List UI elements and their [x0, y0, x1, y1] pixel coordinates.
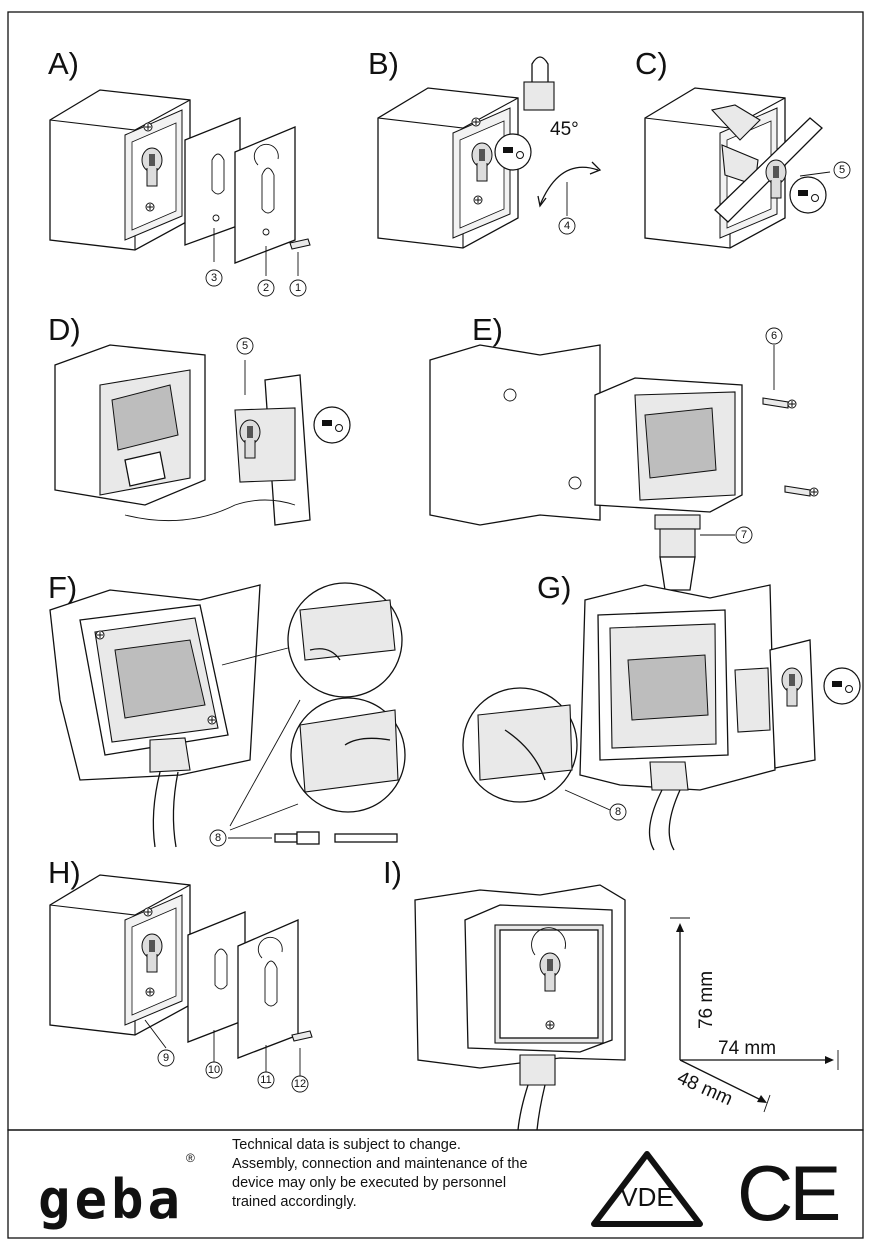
note-line: Technical data is subject to change.: [232, 1137, 461, 1153]
note-line: device may only be executed by personnel: [232, 1175, 507, 1191]
panel-h-label: H): [48, 855, 81, 890]
note-line: Assembly, connection and maintenance of …: [232, 1156, 528, 1172]
svg-text:5: 5: [242, 340, 248, 352]
panel-e-label: E): [472, 312, 503, 347]
geba-logo: geba ®: [38, 1151, 195, 1231]
wire-ferrule-icon: [228, 831, 398, 845]
callout-6: [765, 327, 783, 345]
cover-plate-h: [237, 919, 299, 1059]
svg-text:7: 7: [741, 529, 747, 541]
callout-5-d: [236, 337, 254, 355]
cable: [648, 789, 663, 851]
screw-icon: [762, 397, 797, 409]
svg-text:8: 8: [615, 806, 621, 818]
svg-text:1: 1: [295, 282, 301, 294]
callout-7: [735, 526, 753, 544]
screw-icon: [289, 238, 311, 250]
svg-text:9: 9: [163, 1052, 169, 1064]
svg-text:4: 4: [564, 220, 570, 232]
panel-i: I): [383, 855, 626, 1131]
rotation-arrow-icon: [531, 927, 566, 956]
cover-plate: [234, 126, 296, 264]
panel-d-label: D): [48, 312, 81, 347]
panel-a: A) 3 2 1: [48, 46, 311, 297]
callout-9: [157, 1049, 175, 1067]
panel-f-label: F): [48, 570, 77, 605]
housing-a: [49, 89, 191, 251]
housing-h: [49, 874, 191, 1036]
panel-g: G) 8: [462, 570, 861, 851]
footer-frame: [7, 1129, 864, 1239]
panel-c: C) 5: [635, 46, 851, 249]
cable: [152, 771, 161, 848]
dimension-drawing: 76 mm 74 mm 48 mm: [670, 917, 839, 1113]
panel-b-label: B): [368, 46, 399, 81]
note-line: trained accordingly.: [232, 1194, 357, 1210]
dimension-depth: 48 mm: [674, 1067, 736, 1110]
angle-label: 45°: [550, 119, 579, 140]
callout-8-g: [609, 803, 627, 821]
panel-e: E) 6 7: [429, 312, 819, 591]
svg-text:2: 2: [263, 282, 269, 294]
brand-name: geba: [38, 1168, 184, 1231]
callout-8-f: [209, 829, 227, 847]
padlock-icon: [523, 56, 555, 111]
cable: [124, 499, 296, 522]
cable-gland-icon: [654, 514, 701, 591]
panel-g-label: G): [537, 570, 571, 605]
svg-text:5: 5: [839, 164, 845, 176]
ce-label: CE: [737, 1149, 838, 1237]
key-icon: [494, 133, 532, 171]
panel-d: D) 5: [48, 312, 351, 526]
footer-notes: Technical data is subject to change. Ass…: [232, 1136, 592, 1212]
svg-text:11: 11: [260, 1074, 271, 1086]
screw-icon: [291, 1030, 313, 1042]
svg-text:10: 10: [208, 1064, 220, 1076]
panel-f: F) 8: [48, 570, 406, 848]
vde-mark: VDE: [591, 1151, 703, 1227]
vde-label: VDE: [620, 1182, 673, 1212]
rotation-arrow-icon: [257, 936, 283, 959]
rotation-arrow-icon: [253, 143, 279, 166]
registered-mark: ®: [186, 1151, 195, 1165]
panel-i-label: I): [383, 855, 402, 890]
seal-plate-h: [187, 911, 246, 1043]
panel-c-label: C): [635, 46, 668, 81]
svg-text:6: 6: [771, 330, 777, 342]
dimension-width: 74 mm: [718, 1038, 776, 1059]
wall-section: [429, 344, 601, 526]
callout-1: [289, 279, 307, 297]
cable-gland-icon: [519, 1054, 556, 1086]
callout-5-c: [833, 161, 851, 179]
svg-text:12: 12: [294, 1078, 306, 1090]
rotation-arrow-icon: [539, 166, 599, 206]
callout-10: [205, 1061, 223, 1079]
ce-mark: CE: [737, 1149, 842, 1237]
panel-a-label: A): [48, 46, 79, 81]
housing-b: [377, 87, 519, 249]
screw-icon: [784, 485, 819, 497]
callout-2: [257, 279, 275, 297]
callout-11: [257, 1071, 275, 1089]
panel-b: B) 45° 4: [368, 46, 602, 249]
panel-h: H) 9 10 11 12: [48, 855, 313, 1093]
svg-text:3: 3: [211, 272, 217, 284]
callout-4: [558, 217, 576, 235]
callout-12: [291, 1075, 309, 1093]
seal-plate: [184, 117, 241, 246]
callout-3: [205, 269, 223, 287]
dimension-height: 76 mm: [696, 971, 717, 1029]
svg-text:8: 8: [215, 832, 221, 844]
